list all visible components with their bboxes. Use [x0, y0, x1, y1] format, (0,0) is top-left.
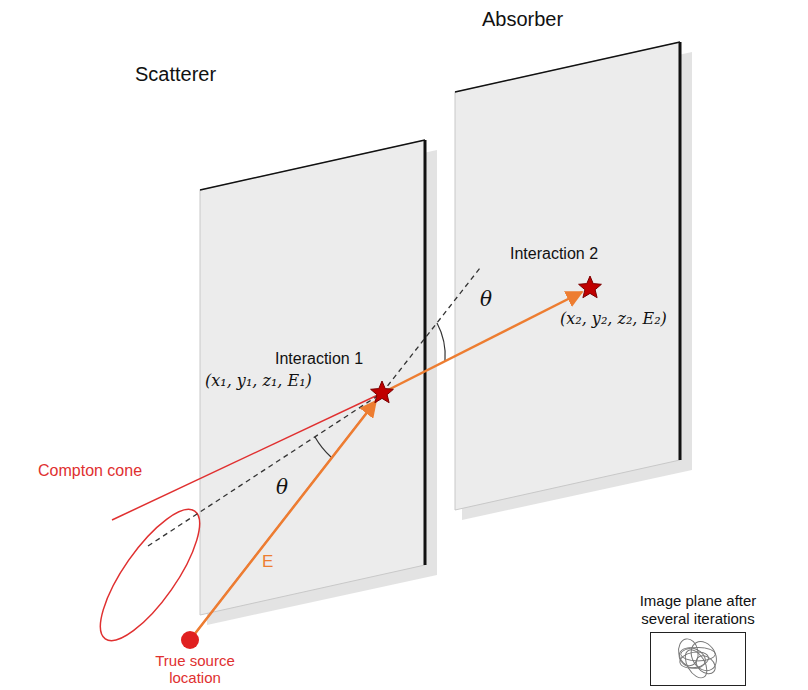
panel-edge: [424, 140, 427, 565]
panel-edge: [679, 42, 682, 460]
cone-axis: [148, 393, 382, 546]
source-dot: [181, 631, 199, 649]
panel-label: Scatterer: [135, 63, 216, 86]
source-label: True source location: [130, 652, 260, 687]
panel-edge: [200, 140, 425, 190]
image-loops: [651, 633, 745, 685]
cone-edge: [112, 393, 382, 520]
panel-label: Absorber: [482, 8, 563, 31]
coordinate-label: (x₁, y₁, z₁, E₁): [205, 372, 312, 390]
incident-extension: [382, 268, 480, 393]
incident-ray: [190, 401, 376, 640]
scatterer-panel: [200, 140, 425, 615]
angle-arc: [315, 437, 331, 457]
angle-label: θ: [276, 476, 288, 499]
image-plane-title: Image plane after several iterations: [623, 592, 773, 628]
interaction-star: [371, 381, 394, 403]
interaction-label: Interaction 1: [275, 350, 363, 368]
angle-arc: [437, 323, 445, 361]
image-plane: Image plane after several iterations: [650, 632, 746, 686]
coordinate-label: (x₂, y₂, z₂, E₂): [560, 310, 667, 328]
energy-label: E: [262, 552, 273, 572]
angle-label: θ: [480, 288, 492, 311]
interaction-label: Interaction 2: [510, 245, 598, 263]
cone-edge: [190, 393, 382, 640]
cone-label: Compton cone: [38, 462, 142, 480]
interaction-star: [579, 276, 602, 298]
absorber-panel: [455, 42, 680, 510]
panel-edge: [455, 42, 680, 92]
